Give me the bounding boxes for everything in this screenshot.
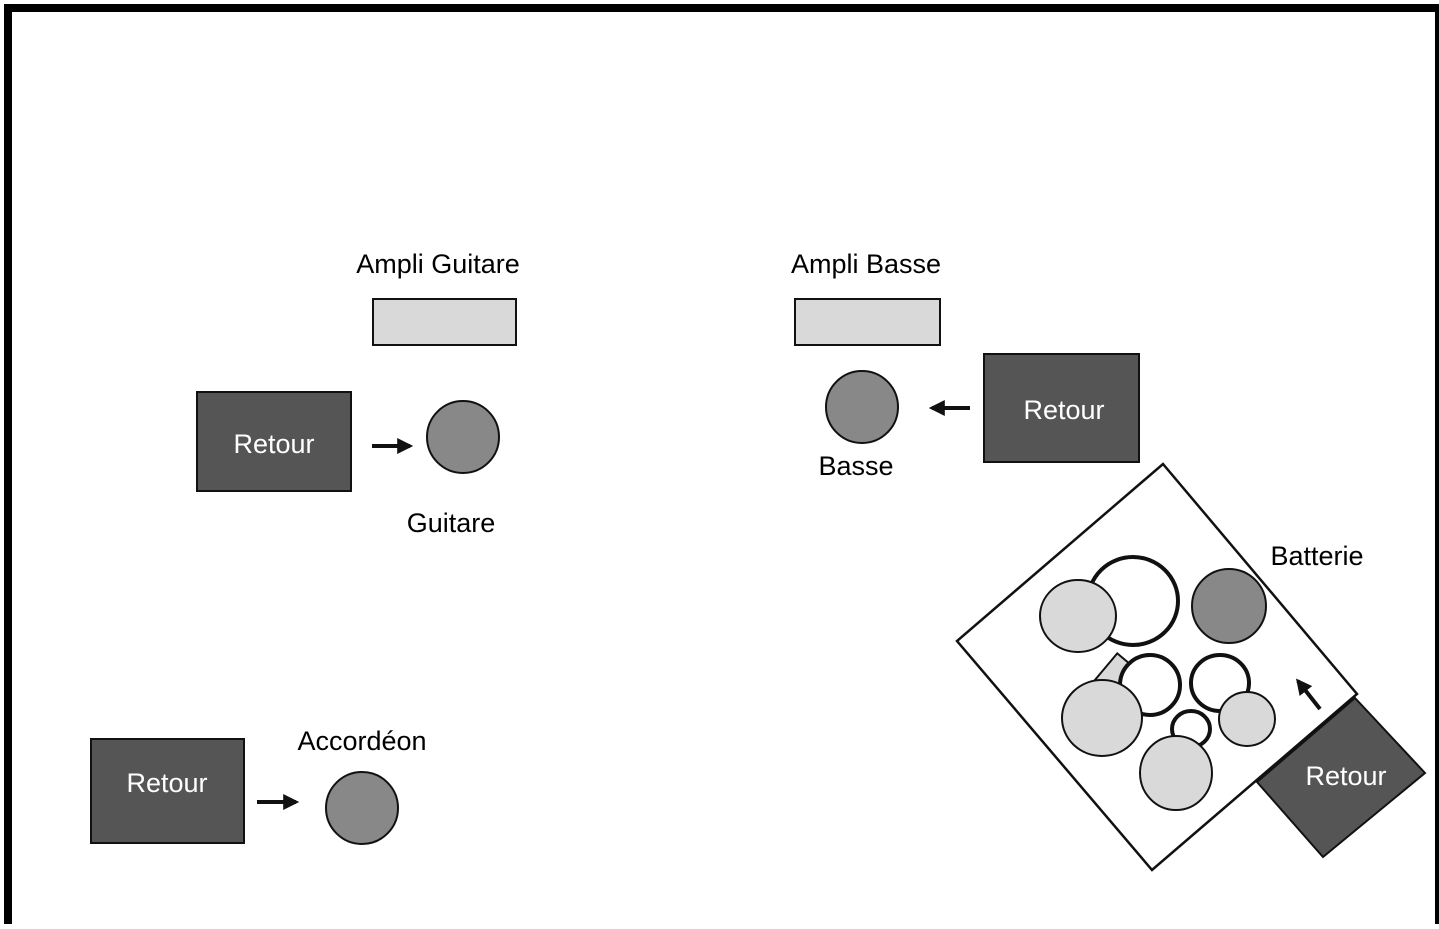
retour-basse (983, 353, 1140, 463)
retour-guitare-label: Retour (233, 429, 314, 459)
basse-position (825, 370, 899, 444)
retour-batterie-label: Retour (1305, 761, 1386, 791)
arrow-up-left-icon (1296, 678, 1322, 711)
retour-accordeon (90, 738, 245, 844)
drum-floor-tom (1191, 568, 1267, 644)
ampli-basse-label: Ampli Basse (791, 249, 941, 279)
retour-accordeon-label: Retour (126, 768, 207, 798)
accordeon-position (325, 771, 399, 845)
accordeon-label: Accordéon (297, 726, 426, 756)
retour-batterie (1255, 696, 1427, 859)
basse-label: Basse (818, 451, 893, 481)
retour-basse-label: Retour (1023, 395, 1104, 425)
drum-tom (1218, 691, 1276, 747)
ampli-guitare (372, 298, 517, 346)
guitare-label: Guitare (407, 508, 496, 538)
drum-kick (1139, 735, 1213, 811)
batterie-label: Batterie (1270, 541, 1363, 571)
guitare-position (426, 400, 500, 474)
drum-tom (1039, 579, 1117, 653)
ampli-basse (794, 298, 941, 346)
retour-guitare (196, 391, 352, 492)
drum-snare (1061, 679, 1143, 757)
ampli-guitare-label: Ampli Guitare (356, 249, 520, 279)
drum-kit (1039, 555, 1276, 811)
